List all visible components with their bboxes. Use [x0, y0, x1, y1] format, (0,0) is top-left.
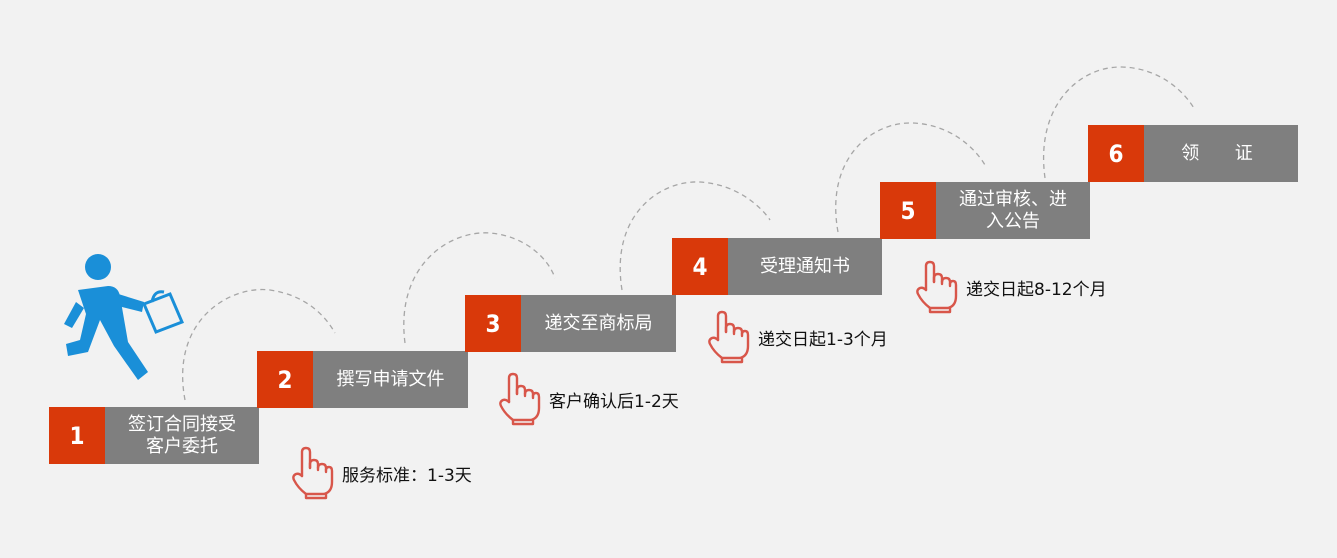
note-2: 客户确认后1-2天	[497, 372, 679, 426]
step-number: 1	[49, 407, 105, 464]
note-3: 递交日起1-3个月	[706, 310, 888, 364]
step-label-line: 入公告	[986, 210, 1040, 232]
step-number: 6	[1088, 125, 1144, 182]
step-4: 4 受理通知书	[672, 238, 882, 295]
step-label: 递交至商标局	[521, 295, 676, 352]
step-6: 6 领 证	[1088, 125, 1298, 182]
pointing-hand-icon	[499, 372, 541, 426]
note-text: 递交日起8-12个月	[966, 279, 1107, 300]
step-label-line: 签订合同接受	[128, 413, 236, 435]
note-text: 服务标准：1-3天	[342, 465, 472, 486]
note-4: 递交日起8-12个月	[914, 260, 1107, 314]
step-2: 2 撰写申请文件	[257, 351, 468, 408]
step-1: 1 签订合同接受 客户委托	[49, 407, 259, 464]
step-number: 5	[880, 182, 936, 239]
step-label: 签订合同接受 客户委托	[105, 407, 259, 464]
pointing-hand-icon	[708, 310, 750, 364]
step-number: 4	[672, 238, 728, 295]
step-label: 受理通知书	[728, 238, 882, 295]
step-label: 领 证	[1144, 125, 1298, 182]
shopping-bag-icon	[142, 290, 184, 334]
step-label-line: 通过审核、进	[959, 188, 1067, 210]
step-label: 撰写申请文件	[313, 351, 468, 408]
step-label: 通过审核、进 入公告	[936, 182, 1090, 239]
note-1: 服务标准：1-3天	[290, 446, 472, 500]
step-3: 3 递交至商标局	[465, 295, 676, 352]
pointing-hand-icon	[916, 260, 958, 314]
step-number: 2	[257, 351, 313, 408]
step-5: 5 通过审核、进 入公告	[880, 182, 1090, 239]
step-number: 3	[465, 295, 521, 352]
note-text: 递交日起1-3个月	[758, 329, 888, 350]
step-label-line: 客户委托	[146, 435, 218, 457]
running-person-icon	[64, 254, 184, 380]
pointing-hand-icon	[292, 446, 334, 500]
note-text: 客户确认后1-2天	[549, 391, 679, 412]
